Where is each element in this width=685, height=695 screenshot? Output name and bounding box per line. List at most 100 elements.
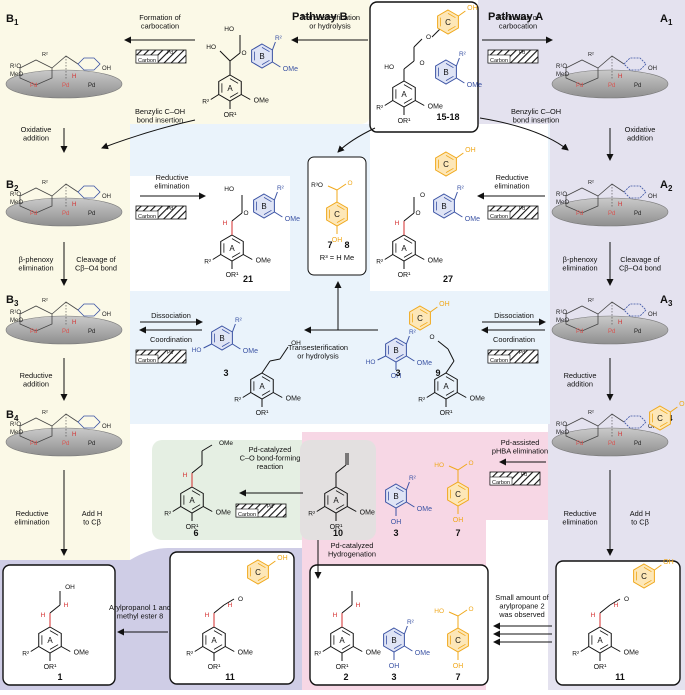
svg-text:OMe: OMe <box>286 396 301 403</box>
catalyst-pads: CarbonPdCarbonPdCarbonPdCarbonPdCarbonPd… <box>135 49 541 518</box>
svg-text:OR¹: OR¹ <box>330 524 344 531</box>
label-7-final: 7 <box>455 672 460 682</box>
arrow-benzylic-b <box>101 119 196 150</box>
svg-text:R²: R² <box>459 51 467 58</box>
svg-text:R¹O: R¹O <box>556 310 567 316</box>
svg-text:R²: R² <box>308 511 316 518</box>
svg-text:OH: OH <box>648 424 657 430</box>
svg-text:A: A <box>597 636 603 645</box>
svg-text:O: O <box>468 460 473 467</box>
panel-center-top-white-left <box>130 176 290 291</box>
svg-text:R²: R² <box>277 185 285 192</box>
svg-text:H: H <box>183 472 188 479</box>
label-21: 21 <box>243 274 253 284</box>
svg-text:R²: R² <box>376 105 384 112</box>
svg-text:OR¹: OR¹ <box>594 664 608 671</box>
svg-text:OH: OH <box>467 5 478 12</box>
svg-text:HO: HO <box>192 347 202 354</box>
label-7-row: 7 <box>455 528 460 538</box>
svg-text:OMe: OMe <box>256 258 271 265</box>
svg-text:R¹O: R¹O <box>556 422 567 428</box>
svg-text:H: H <box>618 432 622 438</box>
step-coordination-right: Coordination <box>493 335 535 344</box>
svg-text:Pd: Pd <box>634 441 641 447</box>
svg-text:OH: OH <box>102 194 111 200</box>
svg-text:Pd: Pd <box>576 211 583 217</box>
svg-text:R²: R² <box>42 298 48 304</box>
svg-text:O: O <box>429 334 434 341</box>
svg-text:R²: R² <box>275 35 283 42</box>
svg-text:OH: OH <box>453 517 464 524</box>
svg-text:B: B <box>443 68 448 77</box>
svg-text:A: A <box>339 636 345 645</box>
svg-text:OH: OH <box>648 312 657 318</box>
svg-text:OMe: OMe <box>216 510 231 517</box>
label-8: 8 <box>344 240 349 250</box>
stage-b3: B3 <box>6 294 19 308</box>
svg-text:OMe: OMe <box>366 650 381 657</box>
svg-text:OH: OH <box>277 555 288 562</box>
svg-text:Pd: Pd <box>167 50 173 56</box>
svg-text:R²: R² <box>22 651 30 658</box>
svg-text:OH: OH <box>332 237 343 244</box>
compound-numbers: 15-18 21 27 7 8 3 3 9 6 10 3 7 1 11 2 3 … <box>57 112 624 682</box>
svg-text:O: O <box>243 210 248 217</box>
svg-text:OMe: OMe <box>465 216 480 223</box>
svg-text:MeO: MeO <box>556 200 569 206</box>
svg-text:OMe: OMe <box>417 360 432 367</box>
svg-text:C: C <box>445 18 451 27</box>
svg-text:A: A <box>229 244 235 253</box>
svg-text:Carbon: Carbon <box>490 58 508 64</box>
svg-text:OH: OH <box>439 301 450 308</box>
svg-text:H: H <box>333 612 338 619</box>
svg-text:O: O <box>415 210 420 217</box>
stage-b4: B4 <box>6 409 19 423</box>
svg-text:Carbon: Carbon <box>238 512 256 518</box>
svg-text:O: O <box>426 34 431 41</box>
svg-text:Pd: Pd <box>88 83 95 89</box>
svg-text:R¹O: R¹O <box>10 310 21 316</box>
svg-text:C: C <box>641 572 647 581</box>
svg-text:R²: R² <box>186 651 194 658</box>
svg-text:Pd: Pd <box>62 211 69 217</box>
svg-text:Pd: Pd <box>519 50 525 56</box>
svg-text:B: B <box>259 52 264 61</box>
svg-text:O: O <box>419 60 424 67</box>
svg-text:OH: OH <box>465 147 476 154</box>
svg-text:R²: R² <box>314 651 322 658</box>
label-6: 6 <box>193 528 198 538</box>
svg-text:Pd: Pd <box>634 329 641 335</box>
svg-text:OH: OH <box>389 663 400 670</box>
svg-text:R²: R² <box>588 298 594 304</box>
box-15-18 <box>369 1 479 133</box>
svg-text:R²: R² <box>457 185 465 192</box>
svg-text:Carbon: Carbon <box>490 358 508 364</box>
svg-text:H: H <box>72 74 76 80</box>
box-11-left <box>169 551 295 685</box>
